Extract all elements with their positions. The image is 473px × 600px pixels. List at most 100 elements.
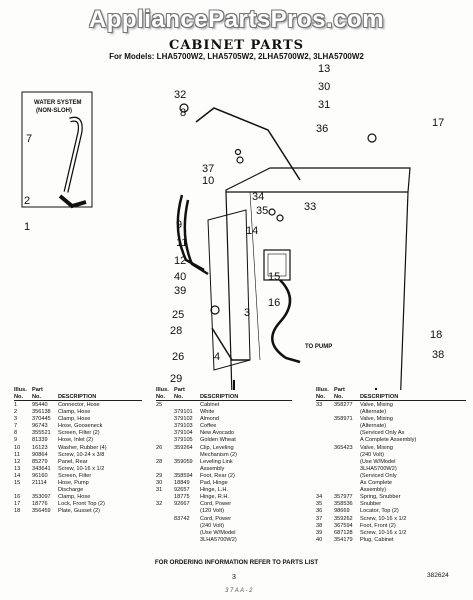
illus-number	[156, 416, 174, 423]
callout-label: 16	[268, 297, 280, 309]
illus-number: 31	[156, 487, 163, 494]
illus-number	[316, 487, 334, 494]
part-description: Clamp, Hose	[58, 409, 91, 416]
part-description: Hinge, R.H.	[200, 494, 229, 501]
part-description: Screen, Filter (2)	[58, 430, 100, 437]
illus-number	[156, 523, 174, 530]
parts-row: 13 343641 Screw, 10-16 x 1/2	[14, 466, 142, 473]
illus-number	[156, 430, 174, 437]
illus-number	[14, 487, 32, 494]
part-description: Snubber	[360, 501, 382, 508]
filter-screen	[179, 103, 189, 113]
parts-row: A Complete Assembly)	[316, 437, 466, 444]
part-number: 95440	[32, 402, 48, 408]
parts-row: Assembly	[156, 466, 292, 473]
part-description: (Alternate)	[360, 409, 387, 416]
illus-number: 40	[316, 536, 323, 543]
header-description: DESCRIPTION	[360, 393, 399, 400]
callout-label: 9	[176, 219, 182, 231]
parts-row: (Serviced Only	[316, 473, 466, 480]
part-number	[32, 487, 58, 494]
part-description: Almond	[200, 416, 219, 423]
part-number	[334, 480, 360, 487]
illus-number: 30	[156, 480, 163, 487]
part-description: Cabinet	[200, 402, 220, 408]
illus-number: 33	[316, 402, 323, 408]
illus-number: 18	[14, 508, 21, 515]
part-number	[174, 452, 200, 459]
part-description: (Use W/Model	[360, 458, 396, 465]
cabinet-left-edge	[225, 191, 233, 390]
part-number: 343641	[32, 465, 51, 472]
callout-label: 1	[24, 221, 30, 233]
illus-number: 17	[14, 501, 21, 508]
part-description: Connector, Hose	[58, 402, 100, 408]
illus-number: 25	[156, 402, 163, 408]
part-number	[174, 466, 200, 473]
to-pump-label: TO PUMP	[305, 344, 332, 350]
inset-box	[21, 91, 93, 208]
illus-number: 29	[156, 472, 163, 479]
illus-number	[316, 445, 334, 452]
illus-number: 11	[14, 451, 20, 458]
illus-number	[316, 437, 334, 444]
illus-number: 8	[14, 430, 18, 437]
part-number: 379101	[174, 409, 193, 416]
part-number	[174, 530, 200, 537]
part-number: 18776	[32, 501, 48, 508]
illus-number: 32	[156, 501, 163, 508]
power-cord	[195, 107, 301, 181]
part-description: (Alternate)	[360, 423, 387, 430]
part-number: 98669	[334, 508, 350, 515]
part-number: 365423	[334, 444, 353, 451]
part-description: Hose, Pump	[58, 480, 89, 487]
part-description: Valve, Mixing	[360, 416, 393, 423]
illus-number	[316, 466, 334, 473]
part-description: A Complete Assembly)	[360, 437, 417, 444]
part-description: Screw, 10-16 x 1/2	[58, 465, 105, 472]
part-description: Valve, Mixing	[360, 444, 393, 451]
header-part-label: Part	[174, 387, 185, 393]
callout-label: 15	[268, 271, 280, 283]
part-description: Locator, Top (2)	[360, 508, 399, 515]
illus-number: 3	[14, 416, 18, 423]
illus-number: 13	[14, 465, 21, 472]
inset-label-2: (NON-SLOH)	[36, 108, 72, 114]
illus-number	[316, 423, 334, 430]
parts-row: 3LHA5700W2)	[316, 466, 466, 473]
part-description: Golden Wheat	[200, 437, 236, 444]
part-number	[174, 537, 200, 544]
illus-number	[316, 409, 334, 416]
illus-number	[316, 480, 334, 487]
callout-label: 39	[174, 285, 186, 297]
callout-label: 33	[304, 201, 316, 213]
header-illus-label: Illus.	[156, 387, 169, 393]
parts-row: (Alternate)	[316, 423, 466, 430]
part-number: 354179	[334, 536, 353, 543]
callout-label: 36	[316, 123, 328, 135]
part-description: As Complete	[360, 480, 393, 487]
mixing-valve	[263, 249, 291, 281]
illus-number: 34	[316, 494, 323, 501]
illus-number: 10	[14, 444, 21, 451]
part-number: 357977	[334, 494, 353, 501]
header-illus-no: No.	[156, 393, 166, 400]
callout-label: 17	[432, 117, 444, 129]
illus-number	[156, 437, 174, 444]
part-description: (240 Volt)	[360, 451, 384, 458]
callout-label: 38	[432, 349, 444, 361]
part-number: 21114	[32, 480, 47, 487]
part-description: Clamp, Hose	[58, 494, 91, 501]
part-description: Clip, Leveling	[200, 444, 234, 451]
